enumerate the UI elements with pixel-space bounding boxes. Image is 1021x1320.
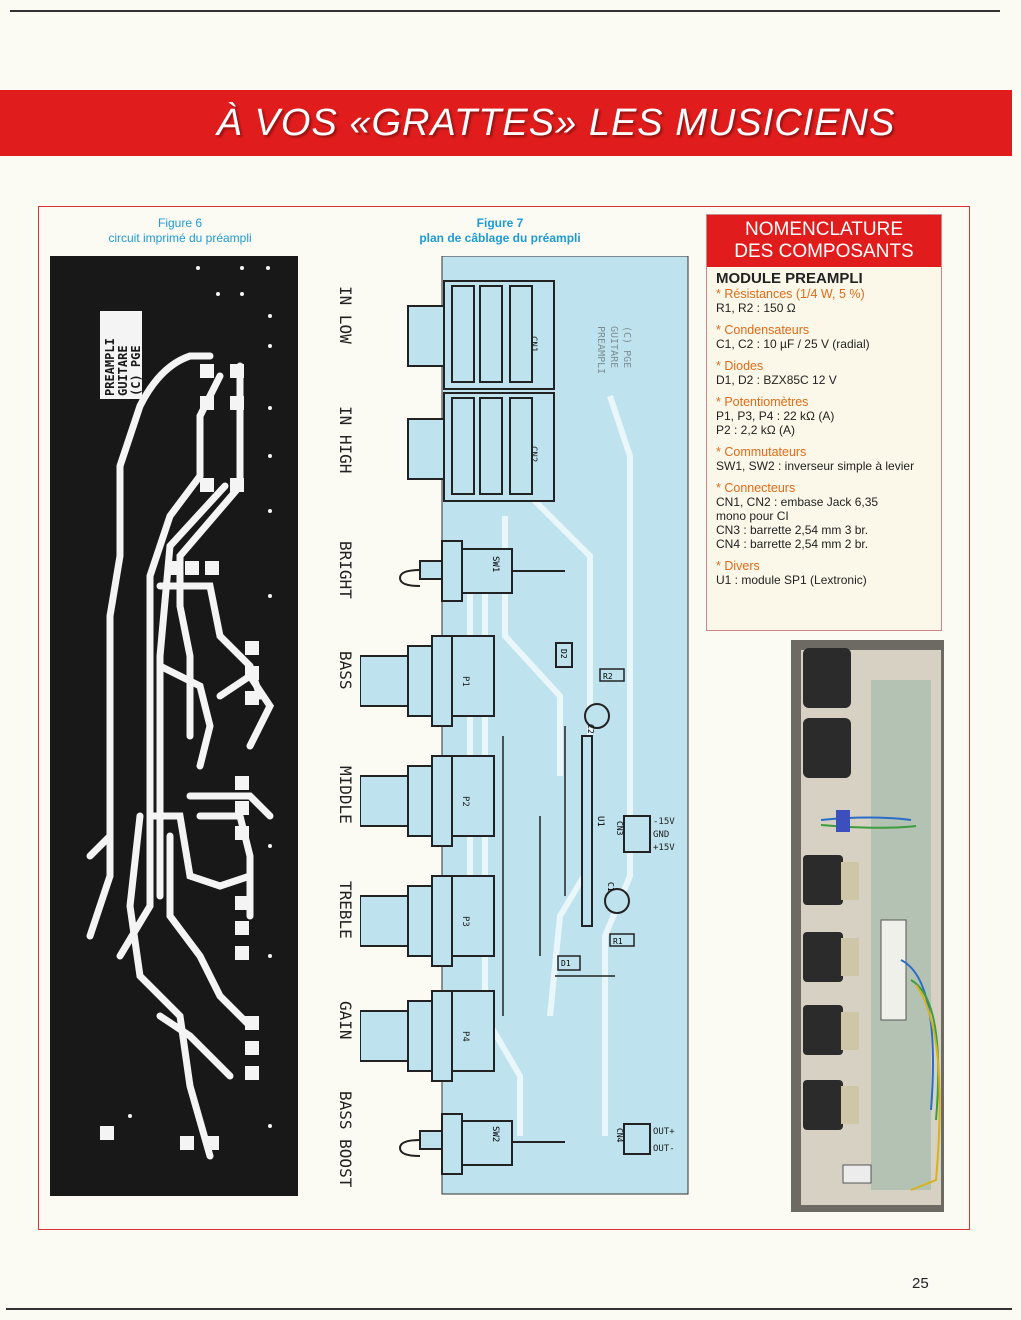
figure6-number: Figure 6: [157, 216, 203, 230]
mirrored-pcb-text-2: GUITARE: [608, 326, 619, 368]
label-d2: D2: [559, 649, 568, 659]
wiring-plan: CN1 CN2 SW1 P1 P2 P3 P4 U1 D2 R2: [359, 255, 690, 1196]
page-number: 25: [912, 1275, 929, 1292]
module-title: MODULE PREAMPLI: [716, 270, 863, 287]
control-labels: IN LOW IN HIGH BRIGHT BASS MIDDLE TREBLE…: [325, 256, 355, 1196]
label-cn2: CN2: [528, 446, 538, 462]
label-gain: GAIN: [336, 1001, 355, 1040]
nomenclature-header: NOMENCLATURE DES COMPOSANTS: [707, 215, 941, 267]
cn4-pin-out-minus: OUT-: [653, 1144, 675, 1154]
nomenclature-body: MODULE PREAMPLI * Résistances (1/4 W, 5 …: [707, 267, 941, 591]
figure7-number: Figure 7: [476, 216, 524, 230]
category-resistances: * Résistances (1/4 W, 5 %): [716, 287, 865, 301]
figure7-text: plan de câblage du préampli: [419, 231, 581, 245]
mirrored-pcb-text-1: PREAMPLI: [595, 326, 606, 374]
item-line: P2 : 2,2 kΩ (A): [716, 423, 795, 437]
figure6-caption: Figure 6 circuit imprimé du préampli: [60, 216, 300, 246]
cn4-pin-out-plus: OUT+: [653, 1127, 675, 1137]
pcb-artwork: PREAMPLI GUITARE (C) PGE: [50, 256, 298, 1196]
label-sw1: SW1: [490, 556, 500, 572]
nomenclature-title-line2: DES COMPOSANTS: [734, 241, 914, 262]
nomenclature-box: NOMENCLATURE DES COMPOSANTS MODULE PREAM…: [706, 214, 942, 631]
page-title: À VOS «GRATTES» LES MUSICIENS: [216, 102, 896, 144]
cn3-pin-gnd: GND: [653, 830, 669, 840]
item-line: C1, C2 : 10 µF / 25 V (radial): [716, 337, 870, 351]
content-frame: [38, 206, 970, 1230]
title-banner: À VOS «GRATTES» LES MUSICIENS: [0, 90, 1012, 156]
item-line: mono pour CI: [716, 509, 789, 523]
category-diodes: * Diodes: [716, 359, 764, 373]
cn3-pin-plus15v: +15V: [653, 843, 675, 853]
category-commutateurs: * Commutateurs: [716, 445, 807, 459]
item-line: D1, D2 : BZX85C 12 V: [716, 373, 837, 387]
label-p1: P1: [460, 676, 470, 687]
wiring-diagram: CN1 CN2 SW1 P1 P2 P3 P4 U1 D2 R2: [359, 255, 689, 1195]
pcb-text-line3: (C) PGE: [129, 345, 143, 396]
mirrored-pcb-text-3: (C) PGE: [621, 326, 632, 368]
category-potentiometres: * Potentiomètres: [716, 395, 809, 409]
label-d1: D1: [561, 959, 571, 968]
label-bass-boost: BASS BOOST: [336, 1091, 355, 1188]
item-line: CN1, CN2 : embase Jack 6,35: [716, 495, 879, 509]
pcb-text-line1: PREAMPLI: [103, 338, 117, 396]
category-divers: * Divers: [716, 559, 760, 573]
item-line: U1 : module SP1 (Lextronic): [716, 573, 867, 587]
label-c2: C2: [586, 724, 595, 734]
label-bass: BASS: [336, 651, 355, 690]
item-line: CN4 : barrette 2,54 mm 2 br.: [716, 537, 869, 551]
label-middle: MIDDLE: [336, 766, 355, 824]
label-sw2: SW2: [490, 1126, 500, 1142]
nomenclature-title-line1: NOMENCLATURE: [745, 219, 903, 240]
label-u1: U1: [595, 816, 605, 827]
assembled-board-photo: [791, 640, 944, 1212]
category-condensateurs: * Condensateurs: [716, 323, 810, 337]
label-r2: R2: [603, 672, 613, 681]
bottom-rule: [6, 1308, 1012, 1310]
label-in-low: IN LOW: [336, 286, 355, 344]
label-cn4: CN4: [615, 1128, 624, 1143]
figure7-caption: Figure 7 plan de câblage du préampli: [385, 216, 615, 246]
pcb-traces: PREAMPLI GUITARE (C) PGE: [86, 266, 275, 1160]
item-line: CN3 : barrette 2,54 mm 3 br.: [716, 523, 869, 537]
cn3-pin-minus15v: -15V: [653, 817, 675, 827]
board-photo-illustration: [791, 640, 944, 1212]
top-rule: [10, 10, 1000, 12]
label-r1: R1: [613, 937, 623, 946]
item-line: R1, R2 : 150 Ω: [716, 301, 796, 315]
label-bright: BRIGHT: [336, 541, 355, 599]
pcb-label-box: [100, 311, 142, 399]
label-in-high: IN HIGH: [336, 406, 355, 474]
label-p3: P3: [460, 916, 470, 927]
label-treble: TREBLE: [336, 881, 355, 939]
label-p4: P4: [460, 1031, 470, 1042]
label-cn3: CN3: [615, 821, 624, 836]
label-c1: C1: [606, 882, 615, 892]
figure6-text: circuit imprimé du préampli: [108, 231, 252, 245]
category-connecteurs: * Connecteurs: [716, 481, 796, 495]
label-p2: P2: [460, 796, 470, 807]
pcb-text-line2: GUITARE: [116, 345, 130, 396]
item-line: P1, P3, P4 : 22 kΩ (A): [716, 409, 835, 423]
label-cn1: CN1: [528, 336, 538, 352]
item-line: SW1, SW2 : inverseur simple à levier: [716, 459, 915, 473]
